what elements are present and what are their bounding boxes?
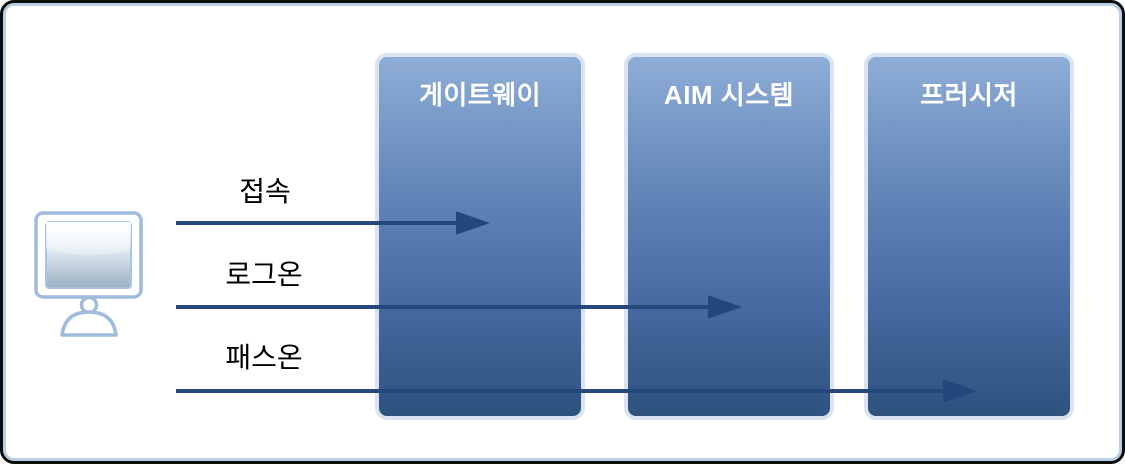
flow-label-passon: 패스온 [225, 342, 303, 373]
lane-gateway-title: 게이트웨이 [418, 80, 542, 110]
lane-procedure-title: 프러시저 [920, 80, 1018, 110]
lane-procedure: 프러시저 [864, 53, 1074, 420]
flow-label-logon: 로그온 [225, 259, 303, 290]
lane-aim-system: AIM 시스템 [624, 53, 834, 420]
lane-gateway: 게이트웨이 [375, 53, 585, 420]
flow-label-connect: 접속 [239, 176, 291, 207]
lane-aim-system-title: AIM 시스템 [663, 80, 795, 110]
monitor-icon [34, 211, 143, 337]
